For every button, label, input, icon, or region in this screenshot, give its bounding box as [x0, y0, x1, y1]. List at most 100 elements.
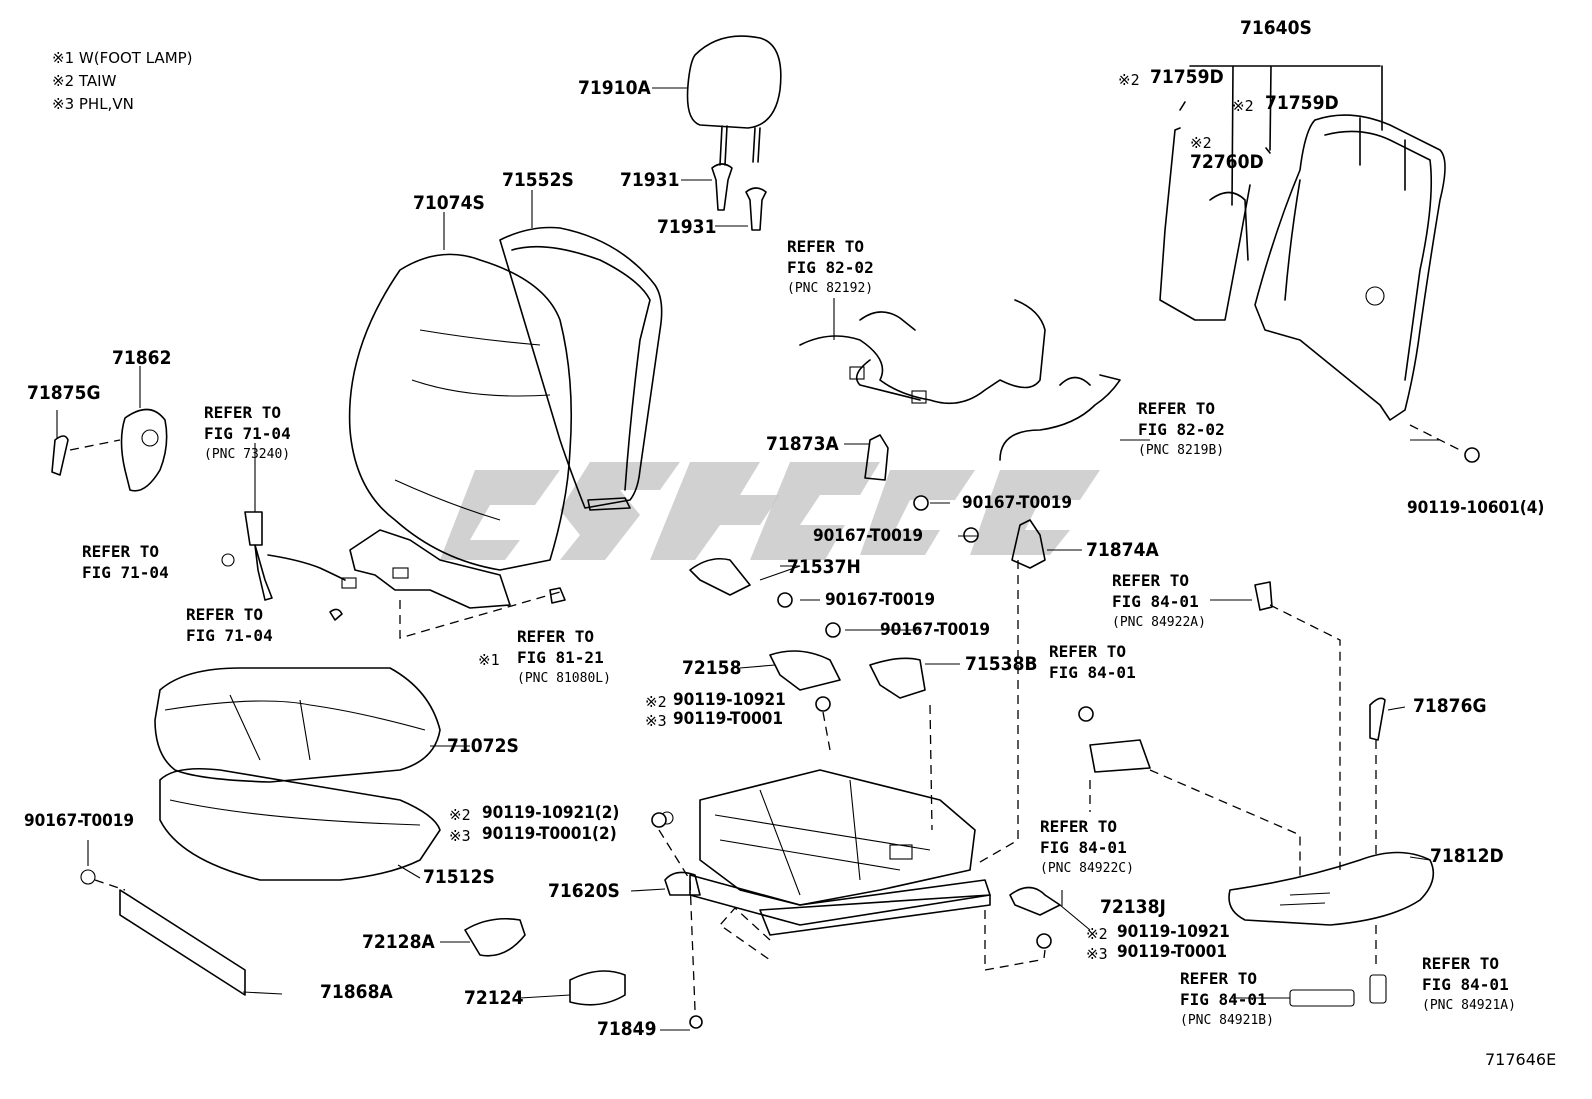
refer-pnc: (PNC 84922C) [1040, 861, 1134, 876]
part-90119-10921-2[interactable]: 90119-10921(2) [482, 803, 620, 823]
part-71876G[interactable]: 71876G [1413, 695, 1487, 717]
part-71849[interactable]: 71849 [597, 1018, 657, 1040]
harness-drawing [799, 299, 1121, 461]
part-90119-T0001[interactable]: 90119-T0001 [1117, 942, 1228, 962]
refer-fig-84-01[interactable]: REFER TO FIG 84-01 (PNC 84922A) [1112, 570, 1206, 633]
part-90119-10601[interactable]: 90119-10601(4) [1407, 498, 1545, 518]
part-71074S[interactable]: 71074S [413, 192, 485, 214]
refer-line: REFER TO [1138, 399, 1216, 418]
leader-lines [56, 87, 1461, 1031]
mark-1: ※1 [478, 651, 500, 669]
part-71620S[interactable]: 71620S [548, 880, 620, 902]
part-90167-T0019[interactable]: 90167-T0019 [813, 526, 924, 546]
part-72128A[interactable]: 72128A [362, 931, 435, 953]
adjuster-drawing [660, 769, 991, 936]
small-parts-drawing [464, 434, 1435, 1007]
refer-line: REFER TO [787, 237, 865, 256]
bolts-drawing [651, 447, 1480, 1029]
part-71759D[interactable]: 71759D [1265, 92, 1339, 114]
part-71512S[interactable]: 71512S [423, 866, 495, 888]
refer-fig: FIG 84-01 [1112, 592, 1199, 611]
refer-fig: FIG 84-01 [1049, 663, 1136, 682]
part-71862[interactable]: 71862 [112, 347, 172, 369]
refer-fig-84-01[interactable]: REFER TO FIG 84-01 (PNC 84921B) [1180, 968, 1274, 1031]
refer-fig: FIG 82-02 [1138, 420, 1225, 439]
refer-fig-84-01[interactable]: REFER TO FIG 84-01 [1049, 641, 1136, 683]
part-72124[interactable]: 72124 [464, 987, 524, 1009]
part-71875G[interactable]: 71875G [27, 382, 101, 404]
belt-buckle-drawing [221, 511, 357, 621]
part-71931[interactable]: 71931 [620, 169, 680, 191]
note-2: ※2 TAIW [52, 72, 117, 90]
part-90119-10921[interactable]: 90119-10921 [673, 690, 786, 710]
refer-line: REFER TO [517, 627, 595, 646]
mark-2: ※2 [645, 693, 667, 711]
headrest-drawing [686, 35, 782, 231]
part-90167-T0019[interactable]: 90167-T0019 [880, 620, 991, 640]
refer-fig: FIG 71-04 [82, 563, 169, 582]
part-72158[interactable]: 72158 [682, 657, 742, 679]
refer-fig: FIG 71-04 [186, 626, 273, 645]
mark-3: ※3 [645, 712, 667, 730]
part-71874A[interactable]: 71874A [1086, 539, 1159, 561]
seatback-frame-drawing [1159, 65, 1446, 421]
part-71759D[interactable]: 71759D [1150, 66, 1224, 88]
part-71072S[interactable]: 71072S [447, 735, 519, 757]
refer-fig-81-21[interactable]: REFER TO FIG 81-21 (PNC 81080L) [517, 626, 611, 689]
refer-fig-71-04[interactable]: REFER TO FIG 71-04 [186, 604, 273, 646]
refer-pnc: (PNC 84921B) [1180, 1013, 1274, 1028]
refer-pnc: (PNC 84922A) [1112, 615, 1206, 630]
refer-pnc: (PNC 82192) [787, 281, 874, 296]
mark-2: ※2 [1232, 97, 1254, 115]
part-71537H[interactable]: 71537H [787, 556, 861, 578]
part-71640S[interactable]: 71640S [1240, 17, 1312, 39]
part-71812D[interactable]: 71812D [1430, 845, 1504, 867]
refer-fig-84-01[interactable]: REFER TO FIG 84-01 (PNC 84922C) [1040, 816, 1134, 879]
part-90119-T0001[interactable]: 90119-T0001 [673, 709, 784, 729]
refer-fig: FIG 84-01 [1180, 990, 1267, 1009]
part-72138J[interactable]: 72138J [1100, 896, 1166, 918]
part-71538B[interactable]: 71538B [965, 653, 1038, 675]
refer-line: REFER TO [1112, 571, 1190, 590]
refer-fig-82-02[interactable]: REFER TO FIG 82-02 (PNC 8219B) [1138, 398, 1225, 461]
refer-fig: FIG 82-02 [787, 258, 874, 277]
part-90167-T0019[interactable]: 90167-T0019 [962, 493, 1073, 513]
part-71931[interactable]: 71931 [657, 216, 717, 238]
part-71910A[interactable]: 71910A [578, 77, 651, 99]
part-71873A[interactable]: 71873A [766, 433, 839, 455]
refer-line: REFER TO [1040, 817, 1118, 836]
refer-fig: FIG 84-01 [1422, 975, 1509, 994]
refer-fig-71-04[interactable]: REFER TO FIG 71-04 [82, 541, 169, 583]
part-90119-T0001-2[interactable]: 90119-T0001(2) [482, 824, 617, 844]
part-90119-10921[interactable]: 90119-10921 [1117, 922, 1230, 942]
part-72760D[interactable]: 72760D [1190, 151, 1264, 173]
refer-fig-84-01[interactable]: REFER TO FIG 84-01 (PNC 84921A) [1422, 953, 1516, 1016]
part-90167-T0019[interactable]: 90167-T0019 [24, 811, 135, 831]
mark-2: ※2 [449, 806, 471, 824]
part-90167-T0019[interactable]: 90167-T0019 [825, 590, 936, 610]
refer-line: REFER TO [186, 605, 264, 624]
refer-fig: FIG 81-21 [517, 648, 604, 667]
part-71868A[interactable]: 71868A [320, 981, 393, 1003]
mark-2: ※2 [1118, 71, 1140, 89]
refer-fig-82-02[interactable]: REFER TO FIG 82-02 (PNC 82192) [787, 236, 874, 299]
mark-2: ※2 [1190, 134, 1212, 152]
note-3: ※3 PHL,VN [52, 95, 134, 113]
refer-fig: FIG 71-04 [204, 424, 291, 443]
mark-2: ※2 [1086, 925, 1108, 943]
hinge-covers-drawing [51, 408, 168, 492]
watermark-logo [440, 462, 1100, 560]
mark-3: ※3 [1086, 945, 1108, 963]
seatback-drawing [348, 226, 663, 609]
refer-line: REFER TO [204, 403, 282, 422]
mark-3: ※3 [449, 827, 471, 845]
part-71552S[interactable]: 71552S [502, 169, 574, 191]
refer-pnc: (PNC 73240) [204, 447, 291, 462]
refer-fig: FIG 84-01 [1040, 838, 1127, 857]
refer-pnc: (PNC 8219B) [1138, 443, 1225, 458]
refer-fig-71-04[interactable]: REFER TO FIG 71-04 (PNC 73240) [204, 402, 291, 465]
refer-line: REFER TO [1180, 969, 1258, 988]
cushion-drawing [154, 667, 441, 881]
